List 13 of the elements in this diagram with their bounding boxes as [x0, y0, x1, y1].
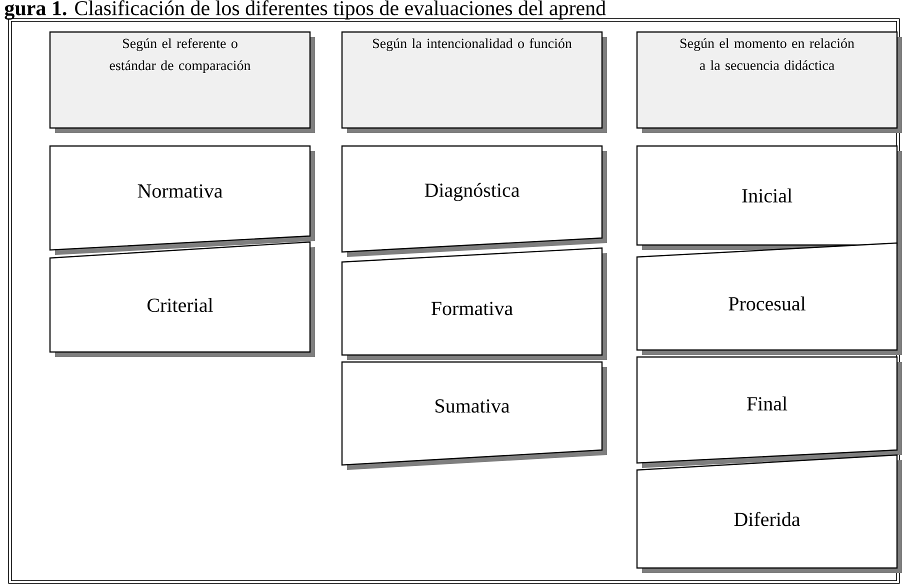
category-card: Procesual	[636, 242, 902, 355]
category-card: Formativa	[341, 247, 607, 360]
header-box: Según la intencionalidad o función	[341, 31, 607, 133]
category-card: Sumativa	[341, 361, 607, 470]
header-box: Según el momento en relación a la secuencia didáctica	[636, 31, 902, 133]
category-card: Diagnóstica	[341, 145, 607, 257]
category-card: Final	[636, 356, 902, 468]
category-card: Diferida	[636, 454, 902, 573]
header-box: Según el referente o estándar de comparación	[49, 31, 315, 133]
category-card: Inicial	[636, 145, 902, 250]
category-card: Criterial	[49, 241, 315, 357]
category-card: Normativa	[49, 145, 315, 255]
figure-title: gura 1. Clasificación de los diferentes tipos de evaluaciones del aprend	[4, 0, 606, 20]
